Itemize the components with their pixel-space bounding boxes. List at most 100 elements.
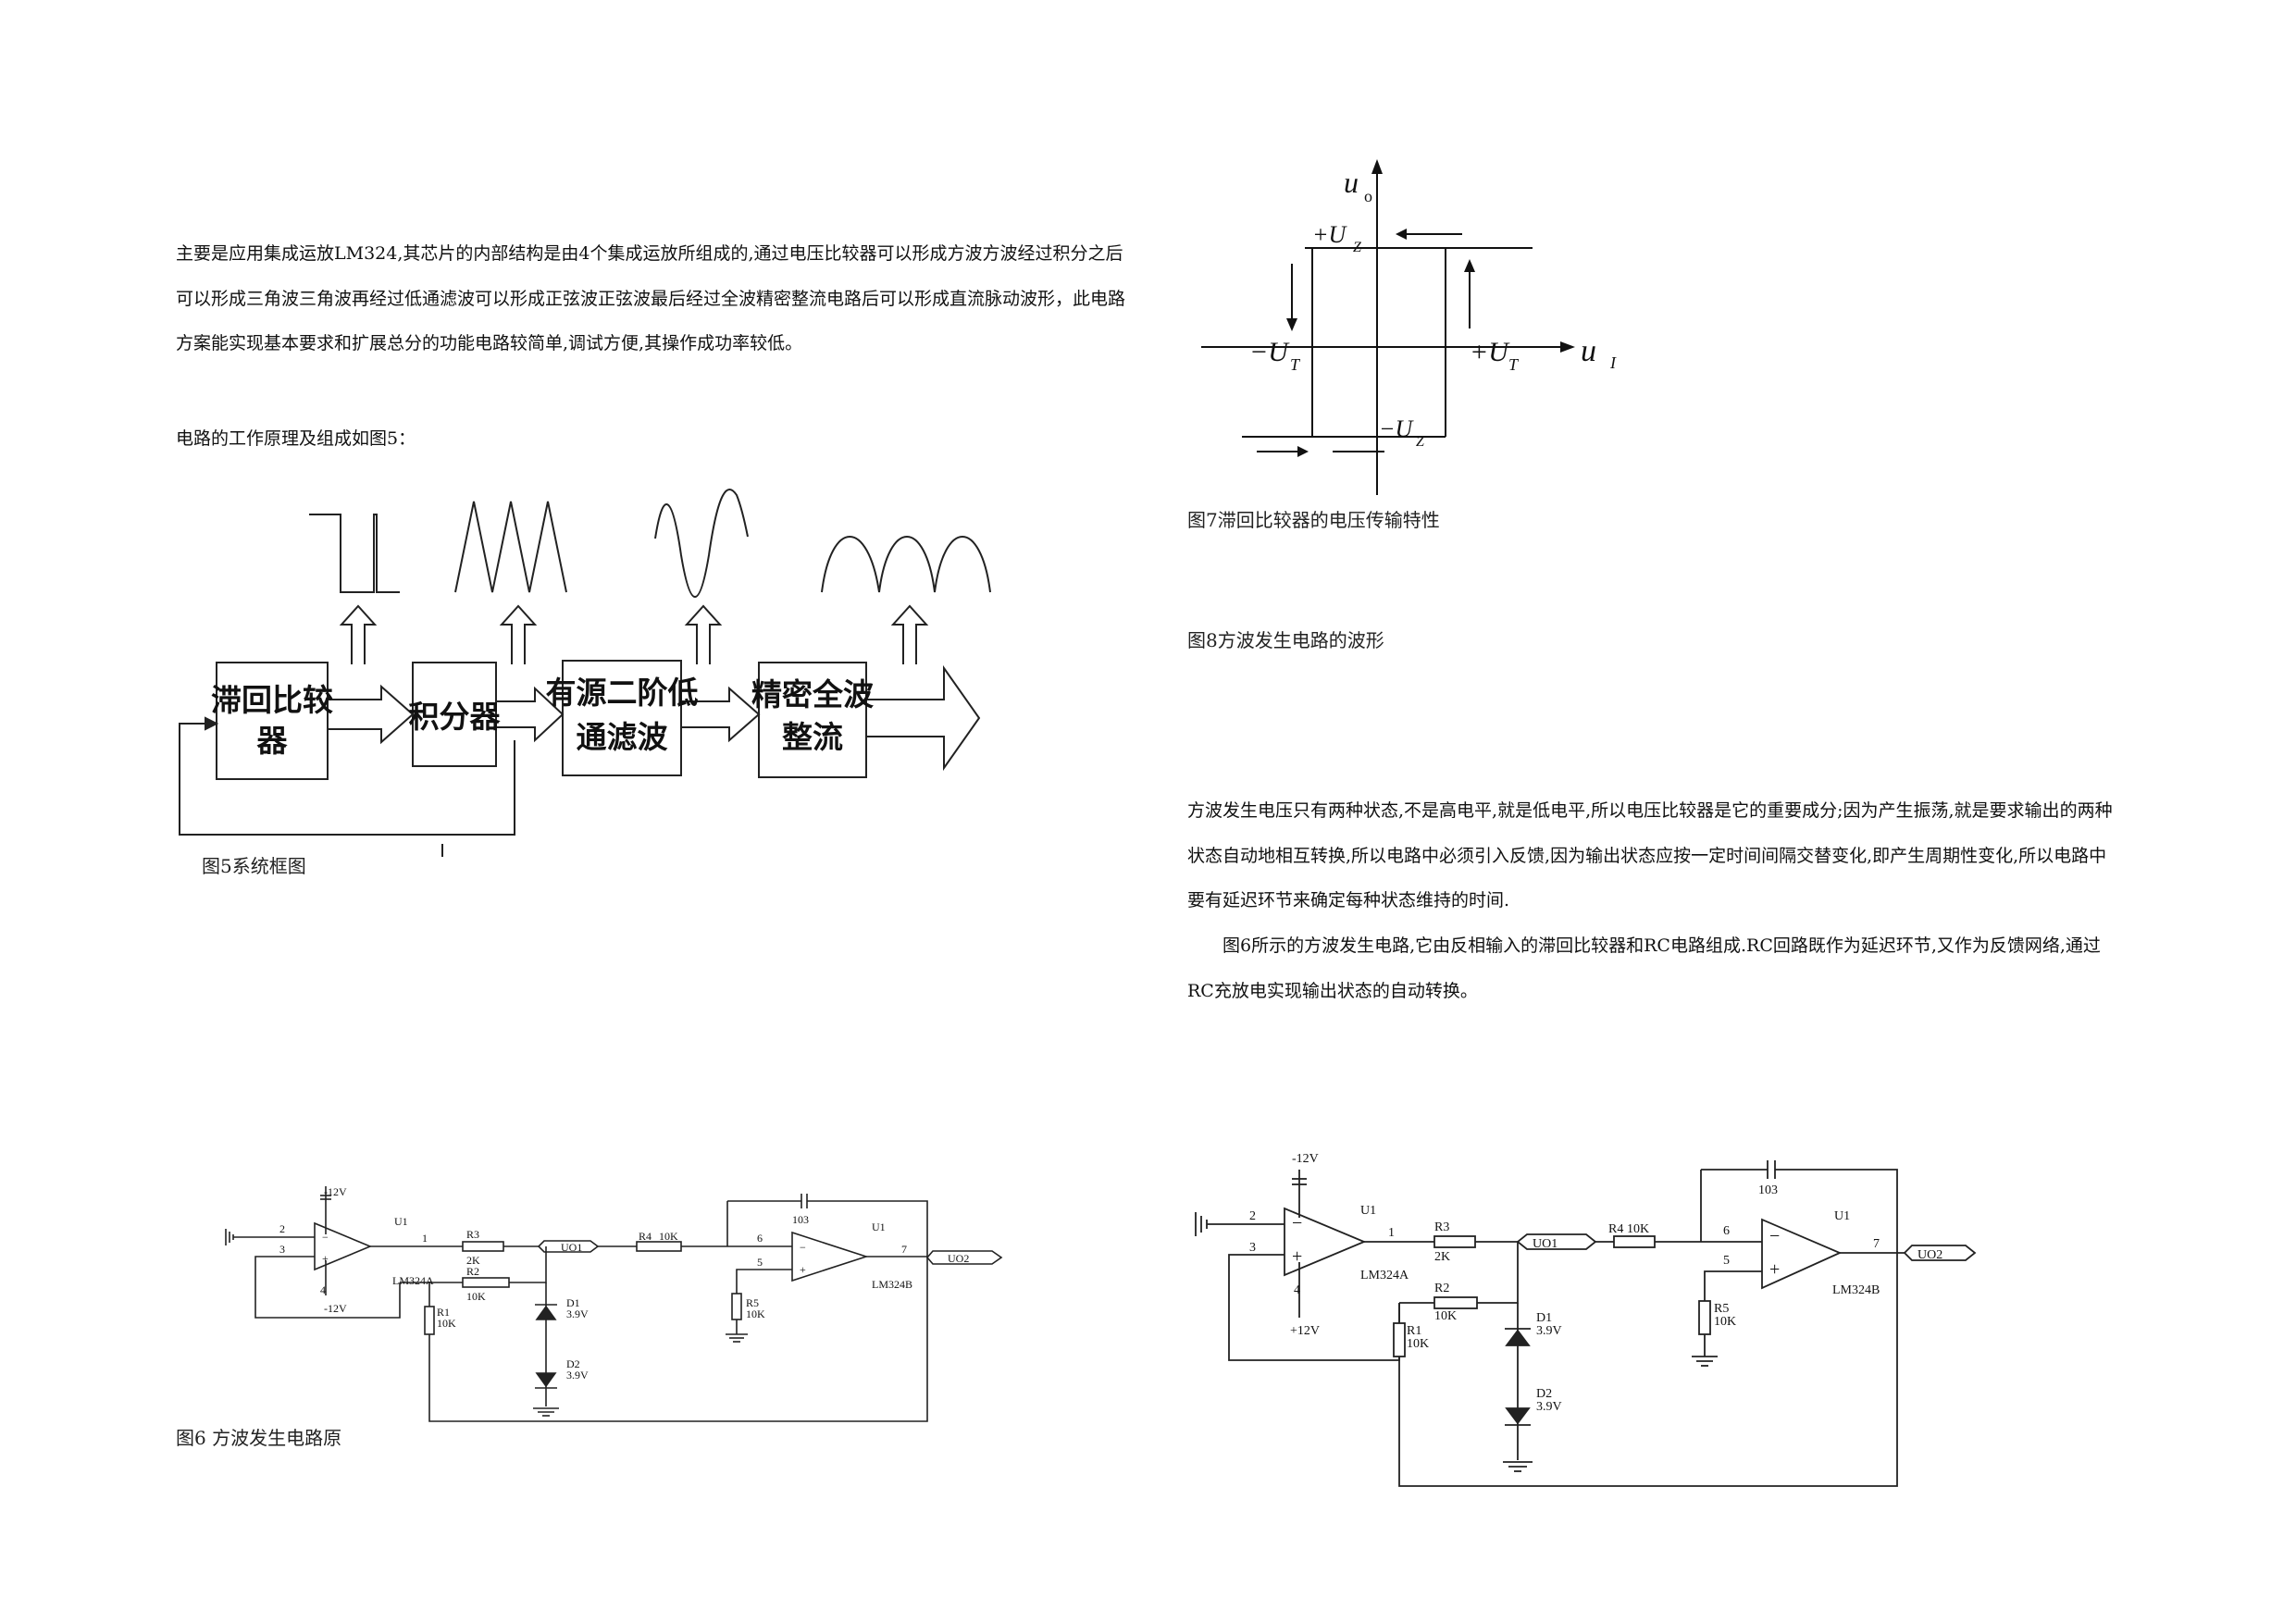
s-vpos: -12V xyxy=(324,1302,347,1315)
figure7-caption: 图7滞回比较器的电压传输特性 xyxy=(1187,509,1440,531)
l-r5v: 10K xyxy=(1714,1315,1736,1329)
s-u1a: U1 xyxy=(394,1215,408,1228)
minus-ut-label: −U xyxy=(1249,337,1290,367)
feedback-line xyxy=(179,723,515,836)
l-r2v: 10K xyxy=(1434,1309,1457,1323)
l-p5: 5 xyxy=(1723,1254,1730,1268)
up-arrow-4 xyxy=(890,604,929,664)
figure8-caption: 图8方波发生电路的波形 xyxy=(1187,629,1384,651)
block1-line1: 滞回比较 xyxy=(211,682,333,718)
ui-sub: I xyxy=(1609,353,1617,372)
l-u1b: U1 xyxy=(1834,1209,1850,1223)
l-r1v: 10K xyxy=(1407,1337,1429,1351)
l-lm-b: LM324B xyxy=(1832,1283,1880,1297)
l-uo1: UO1 xyxy=(1533,1237,1558,1251)
s-d2v: 3.9V xyxy=(566,1369,589,1381)
figure6-caption: 图6 方波发生电路原 xyxy=(176,1427,342,1449)
block3-line2: 通滤波 xyxy=(577,719,668,755)
figure5-caption: 图5系统框图 xyxy=(202,855,306,877)
s-r3: R3 xyxy=(466,1228,479,1241)
l-d2v: 3.9V xyxy=(1536,1400,1562,1414)
s-plus-b: + xyxy=(800,1263,806,1276)
s-p3: 3 xyxy=(279,1243,285,1256)
s-cap: 103 xyxy=(792,1213,809,1226)
plus-uz-label: +U xyxy=(1312,221,1348,248)
l-r3: R3 xyxy=(1434,1220,1449,1234)
ui-label: u xyxy=(1581,334,1596,368)
l-p7: 7 xyxy=(1873,1237,1880,1251)
minus-ut-sub: T xyxy=(1290,355,1301,374)
s-r5: R5 xyxy=(746,1296,759,1309)
s-p6: 6 xyxy=(757,1232,763,1245)
s-d1v: 3.9V xyxy=(566,1307,589,1320)
block1-line2: 器 xyxy=(257,723,289,759)
l-lm-a: LM324A xyxy=(1360,1269,1409,1282)
block-integrator xyxy=(412,662,497,767)
l-d1v: 3.9V xyxy=(1536,1324,1562,1338)
l-p1: 1 xyxy=(1388,1226,1395,1240)
s-uo1: UO1 xyxy=(561,1241,582,1254)
s-r4: R4 xyxy=(639,1230,652,1243)
plus-ut-label: +U xyxy=(1470,337,1510,367)
l-p3: 3 xyxy=(1249,1241,1256,1255)
s-vneg: -12V xyxy=(324,1185,347,1198)
figure5-intro: 电路的工作原理及组成如图5： xyxy=(176,428,416,449)
s-r1v: 10K xyxy=(437,1317,456,1330)
block3-line1: 有源二阶低 xyxy=(546,675,699,711)
s-r1: R1 xyxy=(437,1306,450,1319)
minus-uz-sub: Z xyxy=(1416,434,1425,450)
s-r5v: 10K xyxy=(746,1307,765,1320)
l-cap: 103 xyxy=(1758,1183,1778,1197)
block4-line2: 整流 xyxy=(782,719,843,755)
s-d2: D2 xyxy=(566,1357,580,1370)
sine-wave xyxy=(654,489,749,598)
s-uo2: UO2 xyxy=(948,1252,969,1265)
s-r2: R2 xyxy=(466,1265,479,1278)
l-plus-a: + xyxy=(1292,1246,1302,1267)
up-arrow-3 xyxy=(684,604,723,664)
s-u1b: U1 xyxy=(872,1220,886,1233)
l-r2: R2 xyxy=(1434,1282,1449,1295)
l-minus-b: − xyxy=(1769,1226,1780,1246)
l-d2: D2 xyxy=(1536,1387,1552,1401)
right-arrow-4 xyxy=(866,664,981,772)
s-plus-a: + xyxy=(322,1252,329,1265)
s-r3v: 2K xyxy=(466,1254,480,1267)
s-p4: 4 xyxy=(320,1283,326,1296)
l-p6: 6 xyxy=(1723,1224,1730,1238)
plus-ut-sub: T xyxy=(1508,355,1520,374)
block4-line1: 精密全波 xyxy=(751,676,874,712)
s-r4v: 10K xyxy=(659,1230,678,1243)
l-u1a: U1 xyxy=(1360,1204,1376,1218)
l-uo2: UO2 xyxy=(1917,1248,1942,1262)
l-r1: R1 xyxy=(1407,1324,1421,1338)
l-r3v: 2K xyxy=(1434,1250,1450,1264)
l-plus-b: + xyxy=(1769,1259,1780,1280)
l-minus-a: − xyxy=(1292,1213,1302,1233)
s-lm-b: LM324B xyxy=(872,1278,912,1291)
l-r4: R4 xyxy=(1608,1222,1623,1236)
l-p4: 4 xyxy=(1294,1283,1300,1297)
l-p2: 2 xyxy=(1249,1209,1256,1223)
s-p2: 2 xyxy=(279,1222,285,1235)
plus-uz-sub: Z xyxy=(1353,240,1362,255)
s-r2v: 10K xyxy=(466,1290,486,1303)
block-rectifier xyxy=(758,662,867,778)
right-arrow-1 xyxy=(328,684,415,745)
up-arrow-1 xyxy=(339,604,378,664)
l-vneg: -12V xyxy=(1292,1152,1319,1166)
triangle-wave xyxy=(454,501,567,593)
right-arrow-3 xyxy=(681,686,761,743)
l-d1: D1 xyxy=(1536,1311,1552,1325)
l-vpos: +12V xyxy=(1290,1324,1320,1338)
s-minus-b: − xyxy=(800,1241,806,1254)
s-lm-a: LM324A xyxy=(392,1274,434,1287)
uo-label: u xyxy=(1344,166,1359,199)
minus-uz-label: −U xyxy=(1379,415,1415,442)
uo-sub: o xyxy=(1364,187,1372,205)
rectified-wave xyxy=(821,536,991,593)
s-p7: 7 xyxy=(901,1243,907,1256)
l-r5: R5 xyxy=(1714,1302,1729,1316)
square-wave-paragraph: 方波发生电压只有两种状态,不是高电平,就是低电平,所以电压比较器是它的重要成分;… xyxy=(1187,800,2113,911)
s-p5: 5 xyxy=(757,1256,763,1269)
